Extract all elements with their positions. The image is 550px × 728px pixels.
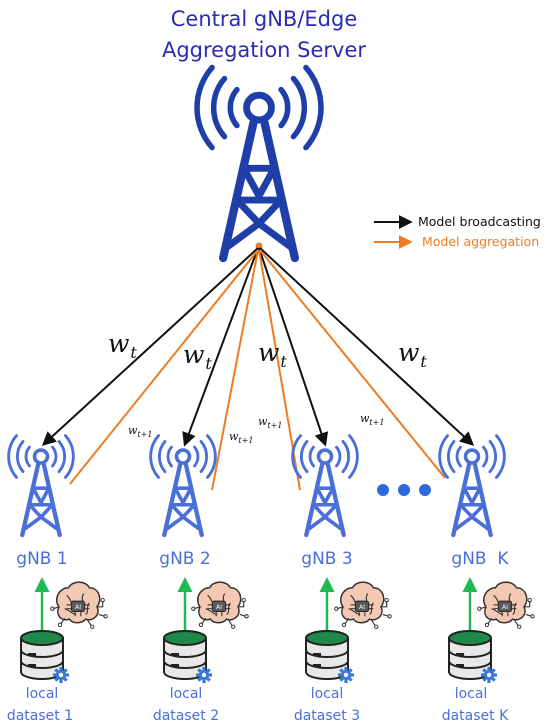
broadcast-edge-2 [182, 247, 259, 447]
dataset-label-k-line1: local [455, 686, 488, 702]
dataset-label-2-line1: local [170, 686, 203, 702]
dataset-label-3-line1: local [311, 686, 344, 702]
node-tower-icon [9, 436, 74, 535]
gear-icon [338, 667, 354, 683]
ellipsis-icon [377, 484, 431, 496]
broadcast-edge-k [259, 247, 475, 446]
weight-label-wt-k: wt [398, 338, 427, 371]
broadcast-edge-3 [258, 247, 329, 447]
gear-icon [196, 667, 212, 683]
server-tower-icon [197, 68, 321, 258]
weight-label-wt1-k: wt+1 [360, 412, 384, 427]
broadcast-weight-labels: wt wt wt wt [108, 329, 427, 373]
ai-brain-icon [49, 581, 109, 630]
aggregate-edge-1 [69, 249, 259, 485]
aggregate-weight-labels: wt+1 wt+1 wt+1 wt+1 [128, 412, 384, 445]
weight-label-wt-3: wt [258, 338, 287, 371]
node-label-1: gNB 1 [16, 549, 67, 569]
weight-label-wt-2: wt [183, 340, 212, 373]
node-tower-icon [151, 436, 216, 535]
legend-aggregate-label: Model aggregation [422, 234, 539, 249]
node-label-3: gNB 3 [301, 549, 352, 569]
ai-brain-icon [333, 581, 393, 630]
legend: Model broadcasting Model aggregation [374, 214, 541, 249]
upload-arrows [34, 577, 478, 632]
node-tower-icon [293, 436, 358, 535]
broadcast-edges [41, 247, 475, 447]
gear-icon [53, 667, 69, 683]
node-label-k: gNB K [451, 549, 509, 569]
broadcast-edge-1 [41, 247, 259, 446]
legend-broadcast-label: Model broadcasting [418, 214, 541, 229]
dataset-label-1-line2: dataset 1 [7, 708, 73, 724]
title-line-2: Aggregation Server [162, 38, 366, 62]
ai-brain-icon [476, 581, 536, 630]
dataset-label-1-line1: local [26, 686, 59, 702]
ai-brain-icon [190, 581, 250, 630]
aggregate-edge-2 [211, 249, 259, 491]
weight-label-wt1-2: wt+1 [229, 430, 253, 445]
aggregate-edge-k [259, 249, 446, 479]
weight-label-wt1-3: wt+1 [258, 415, 282, 430]
title-line-1: Central gNB/Edge [171, 7, 358, 31]
node-tower-icon [440, 436, 505, 535]
dataset-label-3-line2: dataset 3 [294, 708, 360, 724]
gear-icon [481, 667, 497, 683]
weight-label-wt-1: wt [108, 329, 137, 362]
dataset-label-2-line2: dataset 2 [153, 708, 219, 724]
dataset-label-k-line2: dataset K [442, 708, 509, 724]
node-label-2: gNB 2 [159, 549, 210, 569]
weight-label-wt1-1: wt+1 [128, 424, 152, 439]
